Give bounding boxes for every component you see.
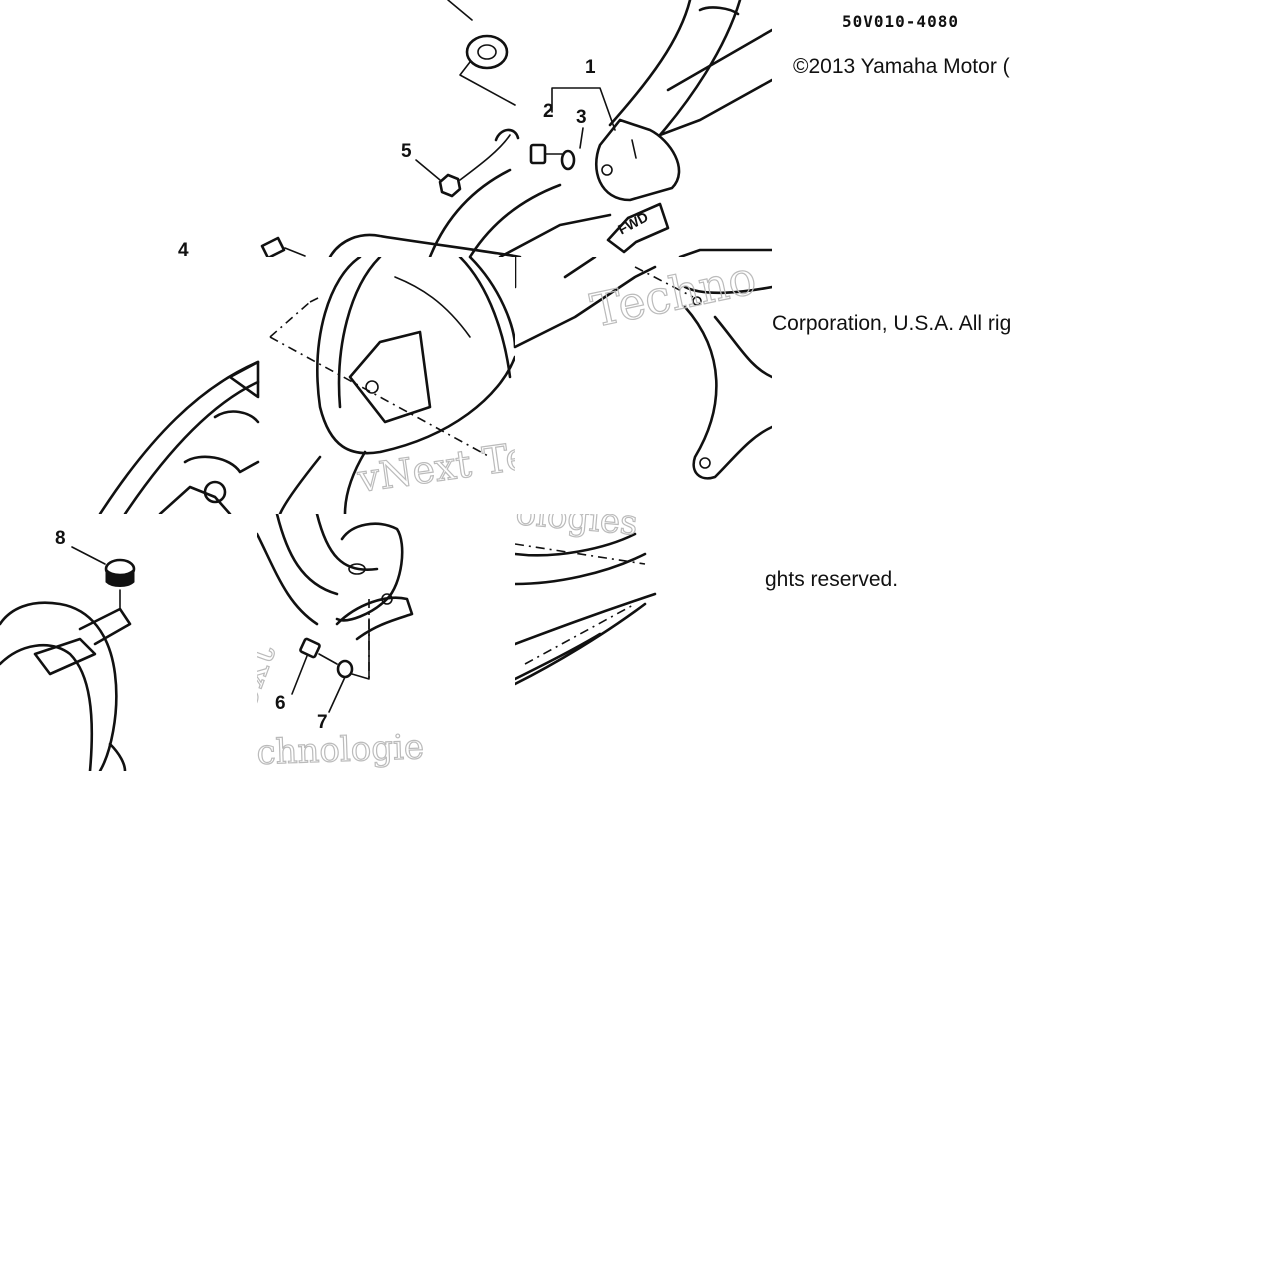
- watermark: ologies: [515, 514, 639, 544]
- diagram-tile-bottom-middle: ext chnologie: [257, 514, 515, 771]
- callout-1: 1: [585, 57, 596, 78]
- copyright-line-3: ghts reserved.: [765, 568, 899, 591]
- exhaust-pipe-drawing: [260, 0, 772, 257]
- part-number: 50V010-4080: [842, 12, 959, 31]
- diagram-tile-bottom-left: [0, 514, 257, 771]
- diagram-tile-top: [0, 0, 772, 257]
- diagram-tile-middle-right: Techno: [515, 257, 772, 514]
- watermark: vNext Te: [354, 434, 515, 501]
- frame-bracket-drawing: Techno: [515, 257, 772, 480]
- callout-6: 6: [275, 693, 286, 714]
- copyright-line-1: ©2013 Yamaha Motor (: [793, 55, 1010, 78]
- muffler-drawing: vNext Te: [98, 257, 515, 514]
- watermark: Techno: [586, 257, 761, 338]
- lower-mount-drawing: ext chnologie: [257, 514, 425, 771]
- callout-3: 3: [576, 107, 587, 128]
- frame-arms-drawing: ologies: [515, 514, 657, 686]
- watermark: chnologie: [257, 727, 425, 771]
- callout-4: 4: [178, 240, 189, 261]
- silencer-end-drawing: [0, 546, 136, 771]
- diagram-tile-middle-left: vNext Te: [0, 257, 515, 514]
- copyright-line-2: Corporation, U.S.A. All rig: [772, 312, 1012, 335]
- diagram-tile-bottom-right: ologies: [515, 514, 772, 771]
- callout-8: 8: [55, 528, 66, 549]
- callout-7: 7: [317, 712, 328, 733]
- callout-5: 5: [401, 141, 412, 162]
- callout-2: 2: [543, 101, 554, 122]
